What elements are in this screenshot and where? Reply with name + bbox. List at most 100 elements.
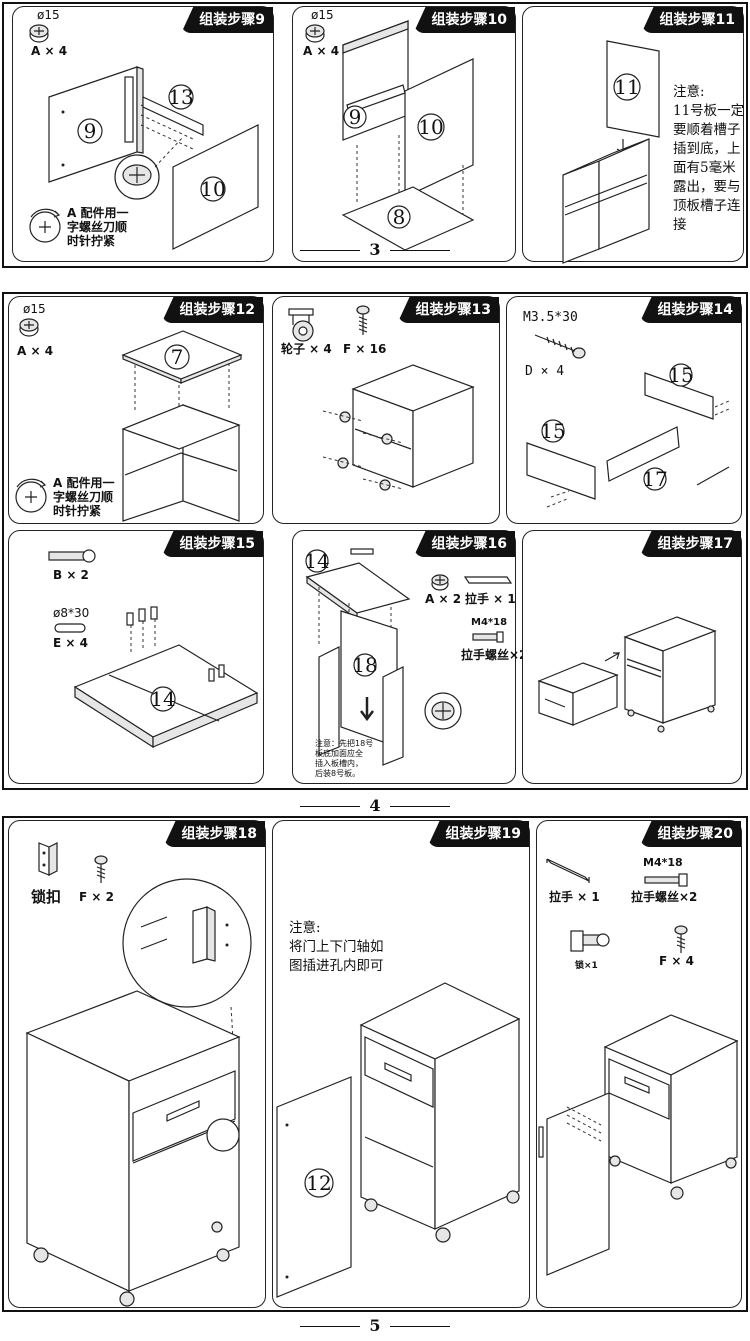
step-11-note: 注意: 11号板一定 要顺着槽子 插到底，上 面有5毫米 露出，要与 顶板槽子连… — [673, 84, 745, 233]
page-number-3: 3 — [0, 240, 750, 259]
cam-lock-icon — [29, 24, 49, 43]
panel-11-label: 11 — [614, 75, 639, 99]
step-18-title: 组装步骤18 — [163, 821, 265, 847]
screw-qty: F × 2 — [79, 890, 114, 904]
handle-bar-icon — [463, 576, 513, 584]
step-17-illustration — [537, 616, 717, 733]
screw-qty: D × 4 — [525, 364, 565, 379]
cam-lock-icon — [19, 318, 39, 337]
step-15-title: 组装步骤15 — [161, 531, 263, 557]
screw-size: M3.5*30 — [523, 310, 578, 325]
lock-label: 锁扣 — [31, 888, 62, 906]
panel-8-label: 8 — [393, 205, 406, 229]
cam-lock-icon — [305, 24, 325, 43]
step-9-title: 组装步骤9 — [181, 7, 273, 33]
panel-7-label: 7 — [171, 345, 184, 369]
step-14-title: 组装步骤14 — [639, 297, 741, 323]
part-qty: A × 4 — [303, 44, 340, 58]
step-12-tip: A 配件用一 字螺丝刀顺 时针拧紧 — [53, 476, 115, 518]
part-size: ø15 — [37, 8, 60, 22]
panel-9-label: 9 — [84, 119, 97, 143]
bolt-qty: B × 2 — [53, 568, 89, 582]
screwdriver-rotate-icon — [29, 208, 61, 243]
panel-18-label: 18 — [352, 653, 377, 677]
step-19-illustration: 12 — [276, 982, 521, 1298]
screwdriver-rotate-icon — [15, 478, 47, 513]
tip-text: A 配件用一 字螺丝刀顺 时针拧紧 — [67, 206, 129, 248]
step-11-title: 组装步骤11 — [641, 7, 743, 33]
dowel-size: ø8*30 — [53, 606, 90, 620]
cam-qty: A × 2 — [425, 592, 462, 606]
step-12-title: 组装步骤12 — [161, 297, 263, 323]
screw-icon — [356, 305, 370, 335]
step-9-panel: 组装步骤9 ø15 A × 4 9 13 10 A 配件用一 字螺丝刀顺 时针拧… — [12, 6, 274, 262]
step-19-note: 注意: 将门上下门轴如 图插进孔内即可 — [289, 920, 384, 974]
step-10-illustration: 9 10 8 — [341, 20, 475, 251]
step-20-title: 组装步骤20 — [639, 821, 741, 847]
lock-catch-icon — [38, 842, 58, 876]
step-13-panel: 组装步骤13 轮子 × 4 F × 16 — [272, 296, 500, 524]
step-14-panel: 组装步骤14 M3.5*30 D × 4 15 15 17 — [506, 296, 742, 524]
step-12-panel: 组装步骤12 ø15 A × 4 7 A 配件用一 字螺丝刀顺 时针拧紧 — [8, 296, 264, 524]
panel-17-label: 17 — [642, 467, 667, 491]
step-12-illustration: 7 — [121, 330, 243, 522]
step-20-panel: 组装步骤20 拉手 × 1 M4*18 拉手螺丝×2 锁×1 F × 4 — [536, 820, 742, 1308]
screw-icon — [674, 925, 688, 953]
step-18-panel: 组装步骤18 锁扣 F × 2 — [8, 820, 266, 1308]
panel-10-label: 10 — [200, 177, 225, 201]
panel-14-label: 14 — [150, 687, 175, 711]
page-number-3-text: 3 — [369, 240, 381, 259]
panel-15-left-label: 15 — [540, 419, 565, 443]
dowel-qty: E × 4 — [53, 636, 88, 650]
screw-size: M4*18 — [643, 856, 683, 869]
step-15-panel: 组装步骤15 B × 2 ø8*30 E × 4 14 — [8, 530, 264, 784]
page-number-5-text: 5 — [369, 1316, 381, 1335]
page-number-4-text: 4 — [369, 796, 381, 815]
handle-screw-qty: 拉手螺丝×2 — [631, 890, 698, 904]
long-screw-icon — [534, 334, 586, 359]
handle-qty: 拉手 × 1 — [465, 592, 516, 606]
step-16-small-note: 注意：先把18号 板底加面应全 插入板槽内， 后装8号板。 — [315, 739, 374, 778]
step-19-panel: 组装步骤19 注意: 将门上下门轴如 图插进孔内即可 12 — [272, 820, 530, 1308]
caster-screw-group — [322, 410, 404, 491]
step-17-title: 组装步骤17 — [639, 531, 741, 557]
screw-qty: F × 16 — [343, 342, 387, 356]
page-number-5: 5 — [0, 1316, 750, 1335]
lock-qty: 锁×1 — [575, 961, 598, 971]
screw-size: M4*18 — [471, 617, 508, 628]
screw-qty: F × 4 — [659, 954, 694, 968]
page-number-4: 4 — [0, 796, 750, 815]
part-size: ø15 — [311, 8, 334, 22]
step-17-panel: 组装步骤17 — [522, 530, 742, 784]
step-16-illustration: 14 18 — [304, 548, 411, 766]
step-10-title: 组装步骤10 — [413, 7, 515, 33]
handle-screw-icon — [644, 873, 688, 887]
step-11-panel: 组装步骤11 11 注意: 11号板一定 要顺着槽子 插到底，上 面有5毫米 露… — [522, 6, 745, 264]
screw-icon — [94, 855, 108, 883]
cam-lock-icon — [431, 574, 449, 591]
connector-bolt-icon — [48, 549, 96, 563]
step-20-illustration — [538, 1014, 739, 1276]
step-16-title: 组装步骤16 — [413, 531, 515, 557]
handle-bar-icon — [546, 858, 590, 883]
step-11-illustration: 11 — [562, 40, 660, 264]
lock-icon — [570, 930, 610, 952]
panel-13-label: 13 — [168, 85, 193, 109]
cam-lock-detail-icon — [424, 692, 462, 730]
panel-9-label: 9 — [349, 105, 362, 129]
handle-screw-qty: 拉手螺丝×2 — [461, 648, 528, 662]
tip-text: A 配件用一 字螺丝刀顺 时针拧紧 — [53, 476, 115, 518]
step-9-tip: A 配件用一 字螺丝刀顺 时针拧紧 — [67, 206, 129, 248]
step-15-illustration: 14 — [73, 606, 259, 749]
handle-screw-icon — [472, 631, 504, 643]
handle-qty: 拉手 × 1 — [549, 890, 600, 904]
part-size: ø15 — [23, 302, 46, 316]
step-10-panel: 组装步骤10 ø15 A × 4 9 10 8 — [292, 6, 516, 262]
step-16-panel: 组装步骤16 14 18 A × 2 拉手 × 1 M4*18 拉手螺丝×2 注… — [292, 530, 527, 784]
step-13-illustration — [322, 364, 475, 491]
panel-15-right-label: 15 — [668, 363, 693, 387]
step-19-title: 组装步骤19 — [427, 821, 529, 847]
part-qty: A × 4 — [31, 44, 68, 58]
caster-qty: 轮子 × 4 — [281, 342, 332, 356]
part-qty: A × 4 — [17, 344, 54, 358]
